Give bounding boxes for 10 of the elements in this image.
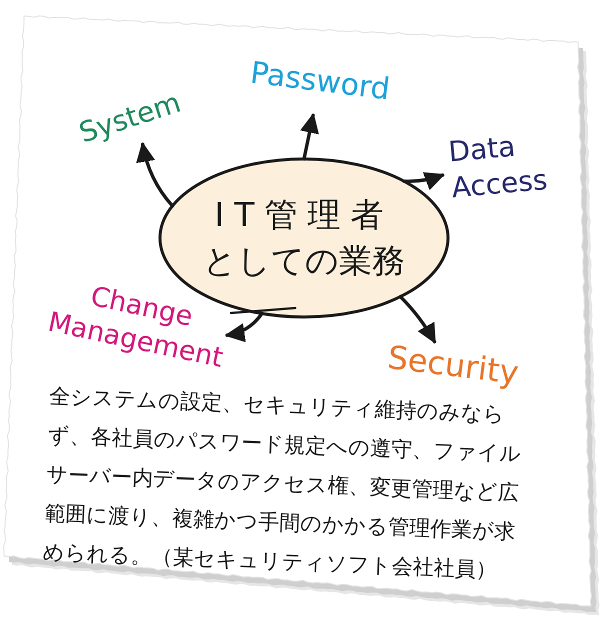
category-label: System: [73, 85, 187, 151]
category-label: Data Access: [447, 126, 555, 206]
arrow: [402, 172, 444, 190]
category-label: Security: [383, 338, 523, 394]
arrow: [398, 295, 436, 344]
arrow: [300, 114, 319, 161]
arrow: [136, 142, 174, 208]
bubble-text: IT管理者としての業務: [202, 194, 406, 282]
arrow: [225, 312, 264, 342]
category-label: Password: [245, 55, 395, 109]
